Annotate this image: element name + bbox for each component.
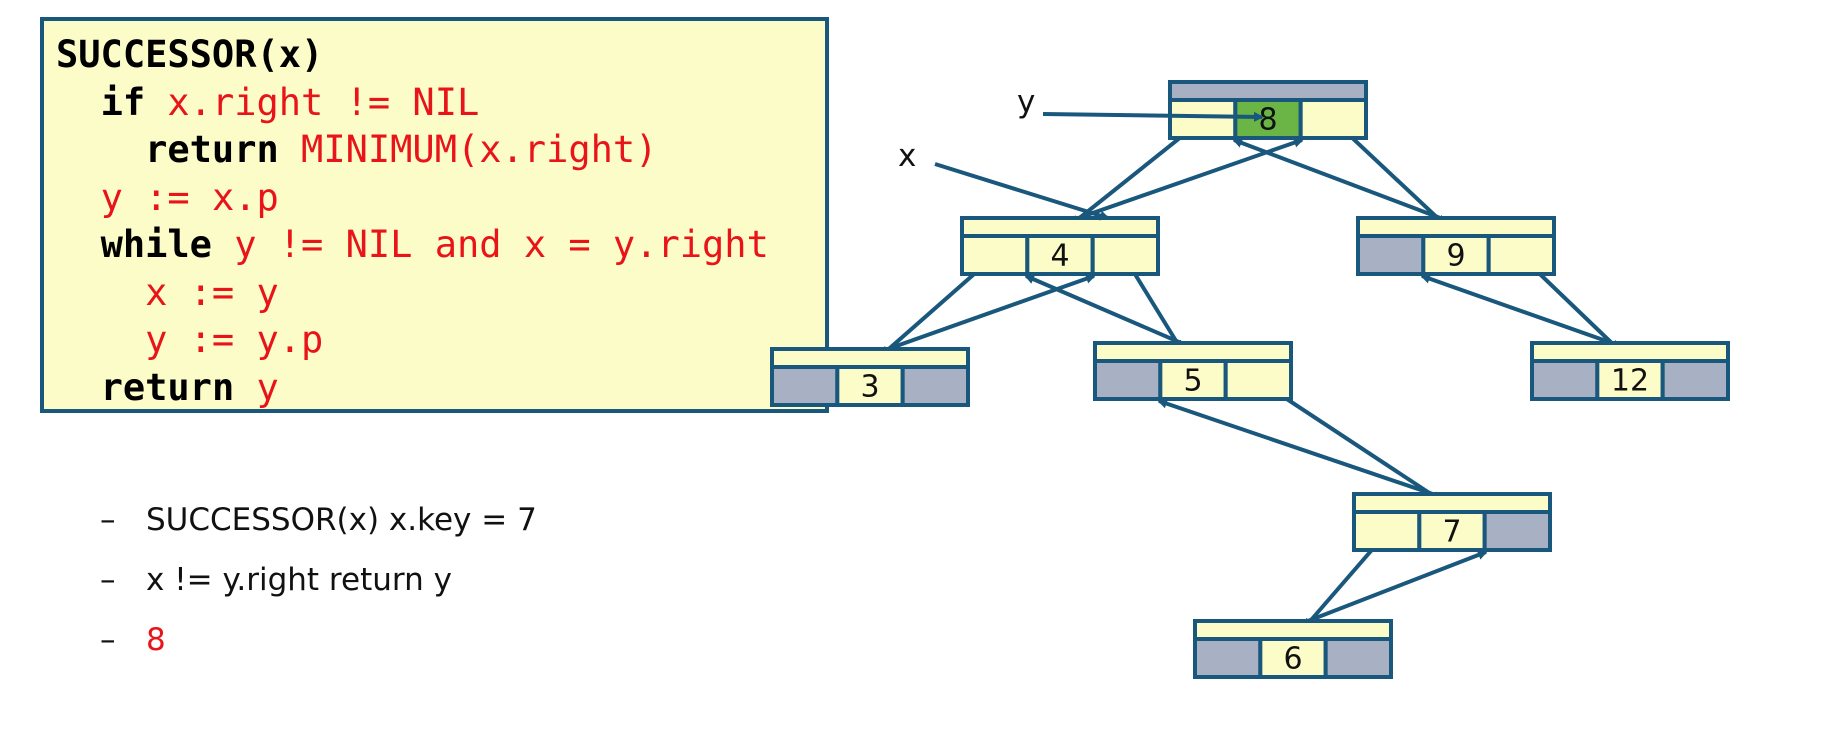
node-key-field: [1421, 234, 1491, 276]
node-right-field: [1323, 637, 1393, 679]
bullet-text-result: 8: [146, 622, 166, 658]
pointer-arrow: [1042, 111, 1264, 122]
tree-node-9: 9: [1356, 216, 1556, 276]
node-left-field: [770, 365, 840, 407]
pointer-x: x: [898, 138, 1110, 221]
code-token: y: [234, 365, 279, 409]
node-key-label: 8: [1258, 103, 1277, 138]
pseudocode-line: return MINIMUM(x.right): [56, 126, 825, 174]
parent-pointer-arrow: [1157, 398, 1469, 508]
node-left-field: [1530, 359, 1600, 401]
node-key-field: [835, 365, 905, 407]
node-key-label: 3: [860, 370, 879, 405]
bullet-item: –8: [100, 610, 537, 670]
node-right-field: [1486, 234, 1556, 276]
parent-pointer-arrow: [1232, 138, 1473, 232]
node-parent-field: [960, 216, 1160, 238]
bullet-dash: –: [100, 562, 116, 598]
code-keyword: if: [100, 80, 146, 124]
node-left-field: [960, 234, 1030, 276]
node-right-field: [1298, 98, 1368, 140]
code-token: y := y.p: [145, 318, 324, 361]
bullet-text: x != y.right return y: [146, 562, 452, 598]
node-key-label: 5: [1183, 364, 1202, 399]
pseudocode-line: return y: [56, 364, 825, 412]
node-parent-field: [1168, 80, 1368, 102]
node-key-label: 6: [1283, 642, 1302, 677]
pseudocode-line: x := y: [56, 269, 825, 317]
pointer-arrow: [934, 162, 1110, 221]
node-right-field: [900, 365, 971, 407]
pointer-label: x: [898, 138, 916, 174]
node-right-field: [1482, 510, 1552, 552]
tree-node-3: 3: [770, 347, 971, 407]
pseudocode-line: y := y.p: [56, 316, 825, 364]
node-parent-field: [1093, 341, 1293, 363]
node-left-field: [1352, 510, 1422, 552]
node-parent-field: [1193, 619, 1393, 641]
pointer-y: y: [1017, 84, 1264, 122]
bullet-dash: –: [100, 502, 116, 538]
tree-node-12: 12: [1530, 341, 1730, 401]
bullet-item: –x != y.right return y: [100, 550, 537, 610]
node-parent-field: [1352, 492, 1552, 514]
tree-node-5: 5: [1093, 341, 1293, 401]
code-keyword: return: [145, 128, 279, 171]
node-left-field: [1168, 98, 1238, 140]
bullet-dash: –: [100, 622, 116, 658]
pseudocode-box: SUCCESSOR(x) if x.right != NIL return MI…: [40, 17, 829, 413]
node-key-label: 4: [1050, 239, 1069, 274]
node-key-field: [1233, 98, 1303, 140]
pseudocode-line: SUCCESSOR(x): [56, 31, 825, 79]
code-keyword: return: [100, 365, 235, 409]
node-parent-field: [1530, 341, 1730, 363]
node-right-field: [1660, 359, 1730, 401]
node-key-label: 7: [1442, 515, 1461, 550]
tree-node-4: 4: [960, 216, 1160, 276]
pseudocode-lines: SUCCESSOR(x) if x.right != NIL return MI…: [56, 31, 825, 411]
node-right-field: [1090, 234, 1160, 276]
pseudocode-line: if x.right != NIL: [56, 79, 825, 127]
code-token: x := y: [145, 270, 279, 314]
parent-pointer-arrow: [1043, 137, 1304, 232]
tree-node-8: 8: [1168, 80, 1368, 140]
pointer-label: y: [1017, 84, 1035, 120]
node-key-field: [1258, 637, 1328, 679]
bullet-list: –SUCCESSOR(x) x.key = 7 –x != y.right re…: [100, 490, 537, 670]
node-key-field: [1417, 510, 1487, 552]
code-token: SUCCESSOR(x): [56, 33, 324, 76]
code-token: MINIMUM(x.right): [278, 128, 658, 171]
tree-node-7: 7: [1352, 492, 1552, 552]
bullet-text: SUCCESSOR(x) x.key = 7: [146, 502, 537, 538]
code-token: x.right != NIL: [145, 80, 480, 124]
node-key-label: 9: [1446, 239, 1465, 274]
tree-node-6: 6: [1193, 619, 1393, 679]
node-left-field: [1193, 637, 1263, 679]
node-left-field: [1093, 359, 1163, 401]
bullet-item: –SUCCESSOR(x) x.key = 7: [100, 490, 537, 550]
code-token: y := x.p: [100, 175, 279, 219]
pseudocode-line: y := x.p: [56, 174, 825, 222]
code-keyword: while: [100, 223, 212, 266]
node-parent-field: [770, 347, 970, 369]
node-parent-field: [1356, 216, 1556, 238]
node-left-field: [1356, 234, 1426, 276]
node-key-label: 12: [1611, 364, 1649, 399]
pseudocode-line: while y != NIL and x = y.right: [56, 221, 825, 269]
node-right-field: [1223, 359, 1293, 401]
code-token: y != NIL and x = y.right: [211, 223, 769, 266]
